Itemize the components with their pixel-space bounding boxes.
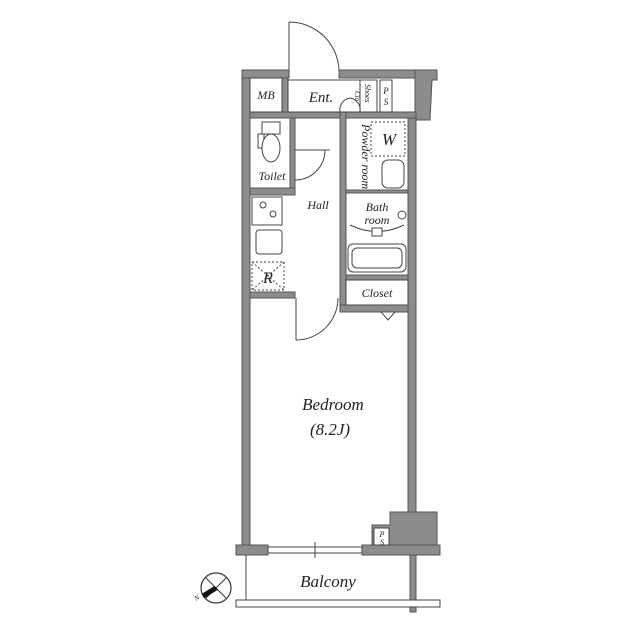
label-ps-bottom-p: P (379, 530, 385, 539)
bedroom-door (295, 297, 339, 341)
toilet-door (294, 149, 330, 181)
label-washer: W (382, 130, 398, 149)
label-entrance: Ent. (308, 90, 334, 106)
label-shoes: Shoes (363, 84, 372, 103)
closet-marker (380, 311, 396, 321)
washer-space (370, 121, 406, 157)
label-hall: Hall (306, 198, 329, 212)
entrance-door (288, 21, 340, 73)
label-powder-room: Powder room (359, 123, 373, 190)
label-ps-top-p: P (382, 86, 389, 96)
toilet-fixture (257, 121, 281, 163)
shoes-closet (359, 79, 378, 113)
mb-box (249, 77, 283, 113)
label-bedroom: Bedroom (302, 395, 364, 414)
label-room: room (365, 213, 390, 227)
label-clo: Clo (353, 91, 361, 102)
ps-bottom (373, 527, 390, 546)
label-bath: Bath (366, 200, 389, 214)
kitchen (251, 196, 285, 291)
label-mb: MB (256, 88, 275, 102)
bath-fixture (347, 210, 407, 273)
closet-door (339, 97, 361, 113)
label-toilet: Toilet (259, 169, 287, 183)
compass-icon (200, 572, 232, 604)
label-refrigerator: R (262, 270, 273, 287)
label-closet: Closet (362, 286, 393, 300)
balcony (235, 555, 441, 608)
closet-box (345, 279, 409, 306)
label-bedroom-size: (8.2J) (310, 420, 350, 439)
ps-top (379, 79, 393, 113)
label-ps-top-s: S (384, 97, 389, 107)
north-label: N (192, 593, 201, 603)
label-ps-bottom-s: S (380, 538, 384, 547)
label-balcony: Balcony (300, 572, 356, 591)
balcony-window (267, 542, 363, 558)
wash-basin (381, 159, 405, 189)
